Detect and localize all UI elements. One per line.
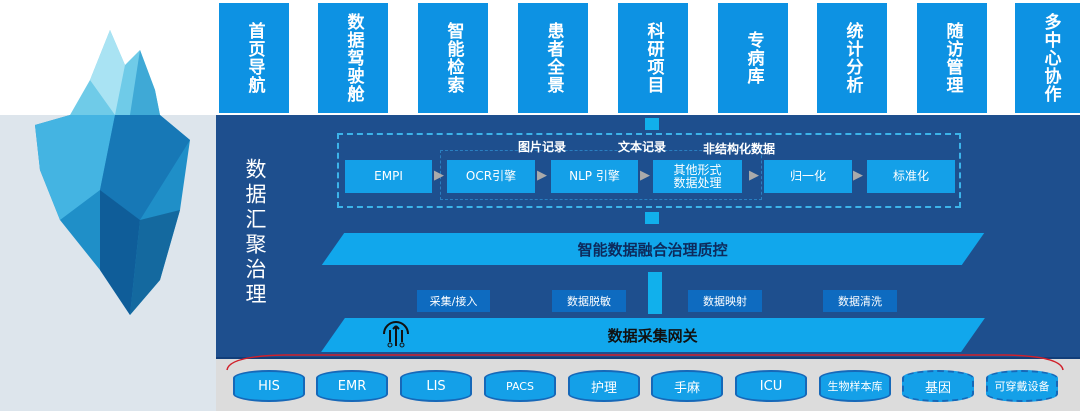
step-empi: EMPI <box>345 160 432 193</box>
op-desensitize: 数据脱敏 <box>552 290 626 312</box>
data-source-database: 生物样本库 <box>819 370 891 402</box>
data-source-database: 可穿戴设备 <box>986 370 1058 402</box>
up-arrow-icon <box>645 118 659 130</box>
step-other: 其他形式数据处理 <box>653 160 742 193</box>
nav-multicenter[interactable]: 多中心协作 <box>1015 3 1080 113</box>
nav-statistics[interactable]: 统计分析 <box>817 3 887 113</box>
nav-disease-db[interactable]: 专病库 <box>718 3 788 113</box>
section-title: 数据汇聚治理 <box>243 158 267 308</box>
nav-followup[interactable]: 随访管理 <box>917 3 987 113</box>
iceberg-illustration <box>35 30 190 315</box>
data-source-database: 手麻 <box>651 370 723 402</box>
step-standardize: 标准化 <box>867 160 955 193</box>
gateway-icon <box>383 321 409 348</box>
fusion-layer-label: 智能数据融合治理质控 <box>577 240 728 259</box>
nav-patient-panorama[interactable]: 患者全景 <box>518 3 588 113</box>
nav-home[interactable]: 首页导航 <box>219 3 289 113</box>
step-ocr: OCR引擎 <box>447 160 535 193</box>
nav-research[interactable]: 科研项目 <box>618 3 688 113</box>
data-source-database: EMR <box>316 370 388 402</box>
op-mapping: 数据映射 <box>688 290 762 312</box>
data-source-database: 基因 <box>902 370 974 402</box>
arrow-right-icon: ▶ <box>537 168 547 183</box>
gateway-label: 数据采集网关 <box>607 326 698 345</box>
arrow-right-icon: ▶ <box>640 168 650 183</box>
data-source-database: PACS <box>484 370 556 402</box>
data-source-database: LIS <box>400 370 472 402</box>
processing-group <box>337 133 961 208</box>
step-nlp: NLP 引擎 <box>551 160 638 193</box>
gateway-layer: 数据采集网关 <box>321 318 985 352</box>
step-normalize: 归一化 <box>764 160 852 193</box>
label-unstructured: 非结构化数据 <box>703 142 776 156</box>
data-source-database: ICU <box>735 370 807 402</box>
bracket-curve <box>226 354 1064 371</box>
arrow-right-icon: ▶ <box>434 168 444 183</box>
nav-dashboard[interactable]: 数据驾驶舱 <box>318 3 388 113</box>
arrow-right-icon: ▶ <box>853 168 863 183</box>
label-text-records: 文本记录 <box>618 140 667 154</box>
data-source-database: HIS <box>233 370 305 402</box>
arrow-right-icon: ▶ <box>749 168 759 183</box>
unstructured-group <box>440 150 762 200</box>
up-arrow-icon <box>645 212 659 224</box>
label-image-records: 图片记录 <box>518 140 567 154</box>
up-arrow-icon <box>648 272 662 314</box>
fusion-layer: 智能数据融合治理质控 <box>321 233 985 265</box>
op-cleansing: 数据清洗 <box>823 290 897 312</box>
data-source-database: 护理 <box>568 370 640 402</box>
op-collect: 采集/接入 <box>417 290 490 312</box>
nav-search[interactable]: 智能检索 <box>418 3 488 113</box>
